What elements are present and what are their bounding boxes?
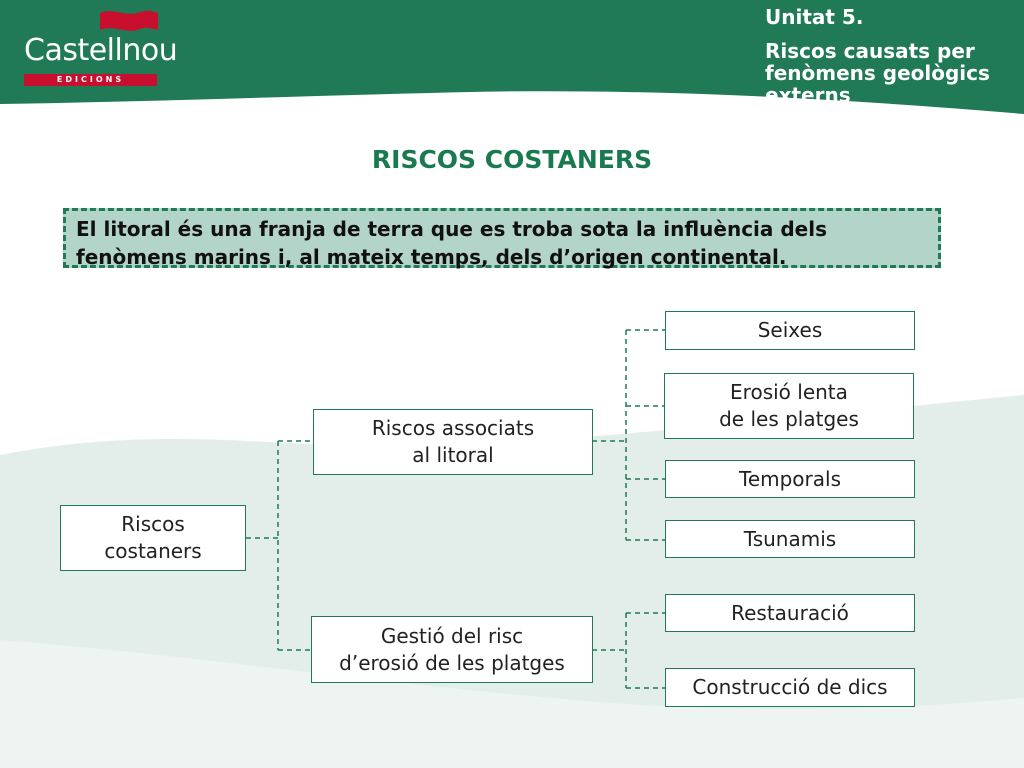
node-tsunamis: Tsunamis bbox=[665, 520, 915, 558]
node-label: Gestió del risc d’erosió de les platges bbox=[339, 623, 565, 675]
logo-name: Castellnou bbox=[24, 33, 178, 68]
node-label: Construcció de dics bbox=[692, 675, 888, 699]
node-label: Erosió lenta de les platges bbox=[719, 380, 859, 431]
publisher-logo: Castellnou EDICIONS bbox=[24, 10, 178, 86]
unit-subtitle: Riscos causats per fenòmens geològics ex… bbox=[765, 39, 990, 107]
node-seixes: Seixes bbox=[665, 311, 915, 350]
node-label: Restauració bbox=[731, 600, 849, 625]
node-label: Tsunamis bbox=[743, 526, 837, 551]
node-label: Riscos associats al litoral bbox=[371, 416, 535, 467]
unit-title: Unitat 5. bbox=[765, 5, 864, 29]
logo-tagline: EDICIONS bbox=[24, 74, 157, 86]
flag-icon bbox=[100, 10, 158, 31]
header-band bbox=[0, 0, 1024, 114]
node-construccio-dics: Construcció de dics bbox=[665, 668, 915, 707]
node-restauracio: Restauració bbox=[665, 594, 915, 632]
node-label: Seixes bbox=[757, 318, 823, 342]
intro-definition-box: El litoral és una franja de terra que es… bbox=[63, 208, 941, 269]
mid-wave bbox=[0, 640, 1024, 768]
node-erosio-lenta: Erosió lenta de les platges bbox=[664, 373, 914, 439]
node-riscos-litoral: Riscos associats al litoral bbox=[313, 409, 593, 475]
node-label: Temporals bbox=[739, 466, 841, 491]
node-riscos-costaners: Riscos costaners bbox=[60, 505, 246, 571]
page-title: RISCOS COSTANERS bbox=[371, 145, 653, 174]
node-gestio-risc: Gestió del risc d’erosió de les platges bbox=[311, 616, 593, 683]
node-label: Riscos costaners bbox=[104, 512, 202, 563]
node-temporals: Temporals bbox=[665, 460, 915, 498]
